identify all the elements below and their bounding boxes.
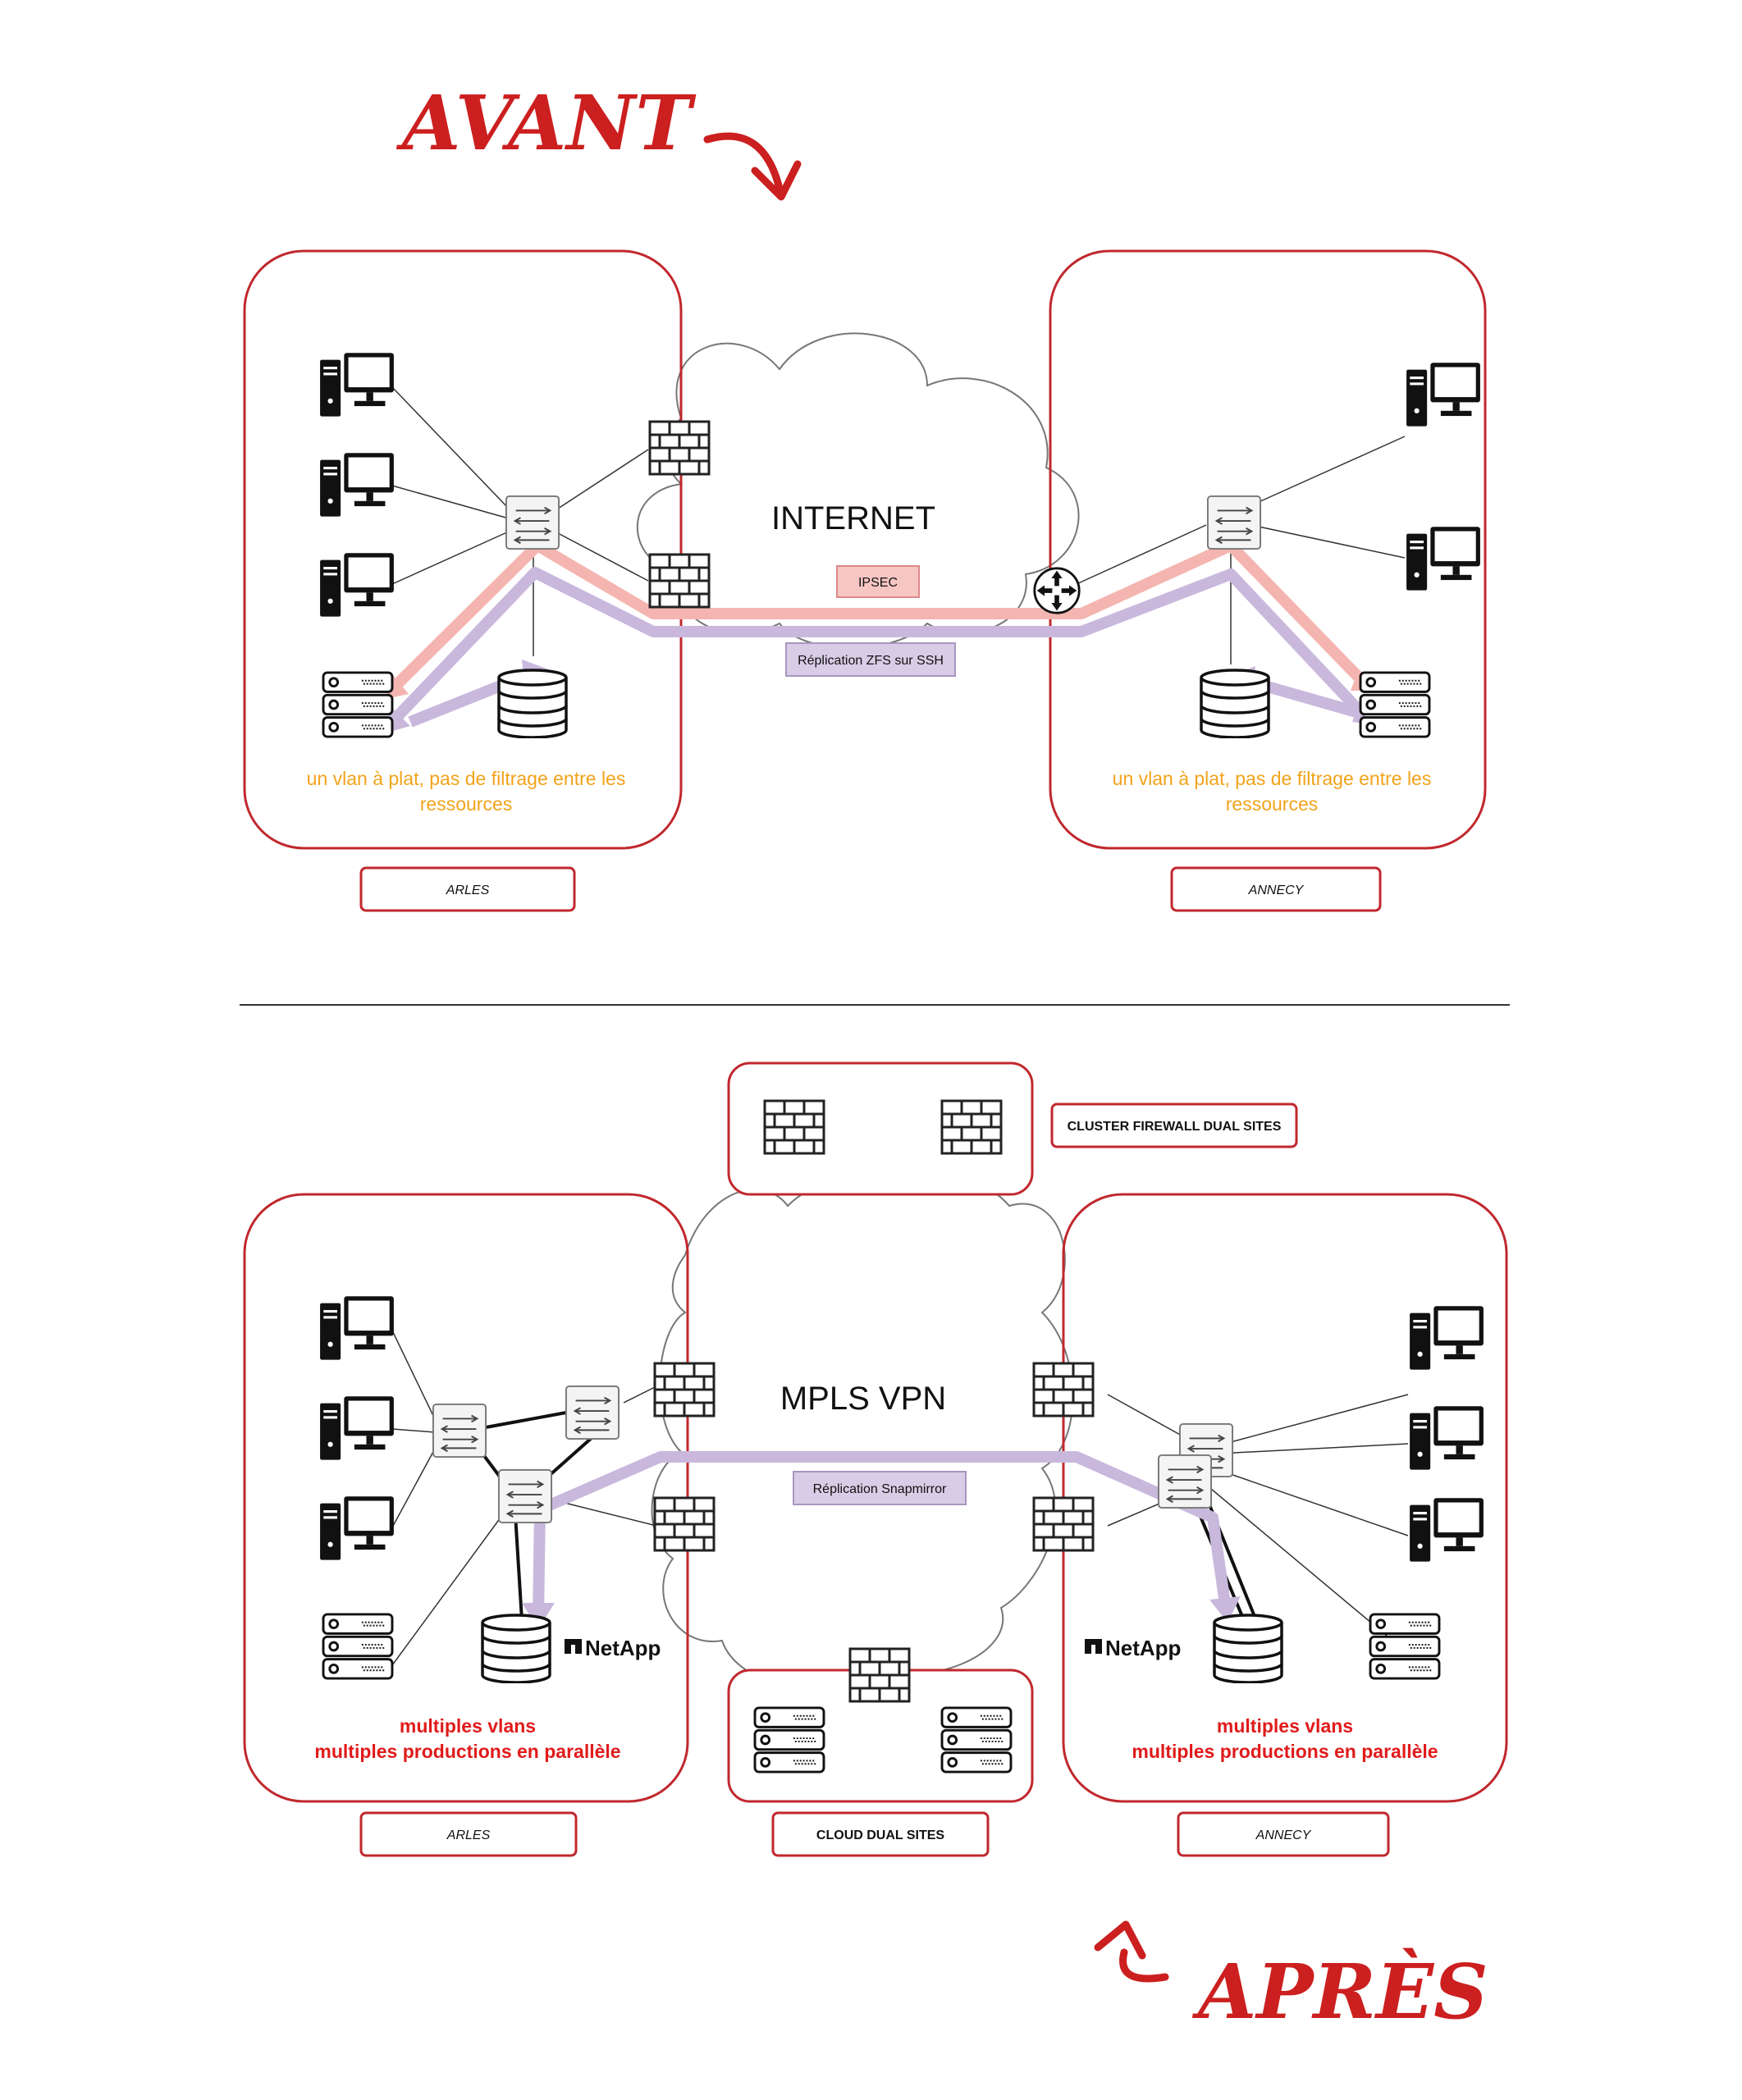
firewall-icon [1032,1496,1095,1552]
desktop-computer-icon [320,1496,394,1560]
arles-name-box [359,1811,578,1857]
server-rack-icon [940,1706,1013,1774]
arles-site-frame [243,249,683,850]
annecy-note-line1: un vlan à plat, pas de filtrage entre le… [1113,768,1432,789]
netapp-label: NetApp [585,1636,661,1660]
server-rack-icon [322,671,394,738]
firewall-cluster-label: CLUSTER FIREWALL DUAL SITES [1068,1120,1282,1134]
network-switch-icon [1157,1454,1213,1509]
snapmirror-label-box [793,1471,967,1505]
snapmirror-label: Réplication Snapmirror [813,1482,947,1496]
desktop-computer-icon [320,553,394,617]
network-switch-icon [1206,495,1262,550]
snapmirror-path [533,1451,1232,1618]
desktop-computer-icon [1406,363,1480,427]
replication-path [387,567,1367,726]
desktop-computer-icon [320,1296,394,1360]
firewall-cluster-label-box [1050,1102,1298,1148]
desktop-computer-icon [320,353,394,417]
network-switch-icon [497,1468,553,1524]
arles-name: ARLES [446,883,490,897]
desktop-computer-icon [320,1396,394,1460]
annotation-after: APRÈS [1094,1920,1488,2036]
annecy-site-frame [1049,249,1487,850]
annecy-name: ANNECY [1255,1828,1312,1842]
annecy-name-box [1177,1811,1390,1857]
internet-label: INTERNET [771,500,935,536]
database-icon [497,669,568,738]
network-switch-icon [565,1385,620,1440]
server-rack-icon [753,1706,825,1774]
network-switch-icon [505,495,560,550]
network-switch-icon [432,1403,487,1459]
arles-note-line1: multiples vlans [400,1715,536,1737]
ipsec-label: IPSEC [858,576,898,590]
mpls-cloud-icon [651,1168,1074,1690]
arles-name: ARLES [446,1828,491,1842]
arles-note-line2: multiples productions en parallèle [314,1741,620,1762]
annecy-site-frame [1062,1193,1508,1803]
desktop-computer-icon [1406,527,1480,591]
mpls-label: MPLS VPN [780,1381,946,1417]
desktop-computer-icon [1410,1498,1484,1562]
netapp-label: NetApp [1105,1636,1181,1660]
server-rack-icon [1369,1613,1441,1680]
desktop-computer-icon [320,453,394,517]
desktop-computer-icon [1410,1306,1484,1370]
annecy-name-box [1170,866,1382,912]
server-rack-icon [322,1613,394,1680]
database-icon [1213,1614,1283,1683]
firewall-icon [940,1099,1003,1155]
desktop-computer-icon [1410,1406,1484,1470]
annotation-before: AVANT [395,79,802,201]
cloud-sites-label-box [771,1811,990,1857]
firewall-cluster-frame [727,1061,1034,1196]
database-icon [1200,669,1270,738]
firewall-icon [648,420,711,476]
database-icon [481,1614,551,1683]
after-links [391,1330,1409,1666]
server-rack-icon [1359,671,1431,738]
annecy-note-line2: multiples productions en parallèle [1132,1741,1438,1762]
after-annotation: APRÈS [1191,1947,1488,2036]
arles-name-box [359,866,576,912]
firewall-icon [648,553,711,609]
netapp-logo: NetApp [1085,1636,1181,1660]
firewall-icon [653,1496,716,1552]
firewall-icon [848,1647,911,1703]
ipsec-path [388,540,1367,693]
cloud-sites-label: CLOUD DUAL SITES [816,1828,944,1842]
firewall-icon [1032,1362,1095,1418]
router-icon [1033,567,1081,614]
annecy-note-line1: multiples vlans [1217,1715,1353,1737]
zfs-replication-label: Réplication ZFS sur SSH [798,654,944,668]
arles-note-line2: ressources [420,793,512,815]
firewall-icon [763,1099,825,1155]
ipsec-label-box [836,565,920,598]
arles-site-frame [243,1193,689,1803]
annecy-name: ANNECY [1248,883,1305,897]
zfs-replication-label-box [785,642,956,677]
arles-note-line1: un vlan à plat, pas de filtrage entre le… [307,768,626,789]
annecy-note-line2: ressources [1226,793,1318,815]
firewall-icon [653,1362,716,1418]
before-annotation: AVANT [395,79,697,167]
netapp-logo: NetApp [565,1636,661,1660]
before-links [391,386,1406,664]
